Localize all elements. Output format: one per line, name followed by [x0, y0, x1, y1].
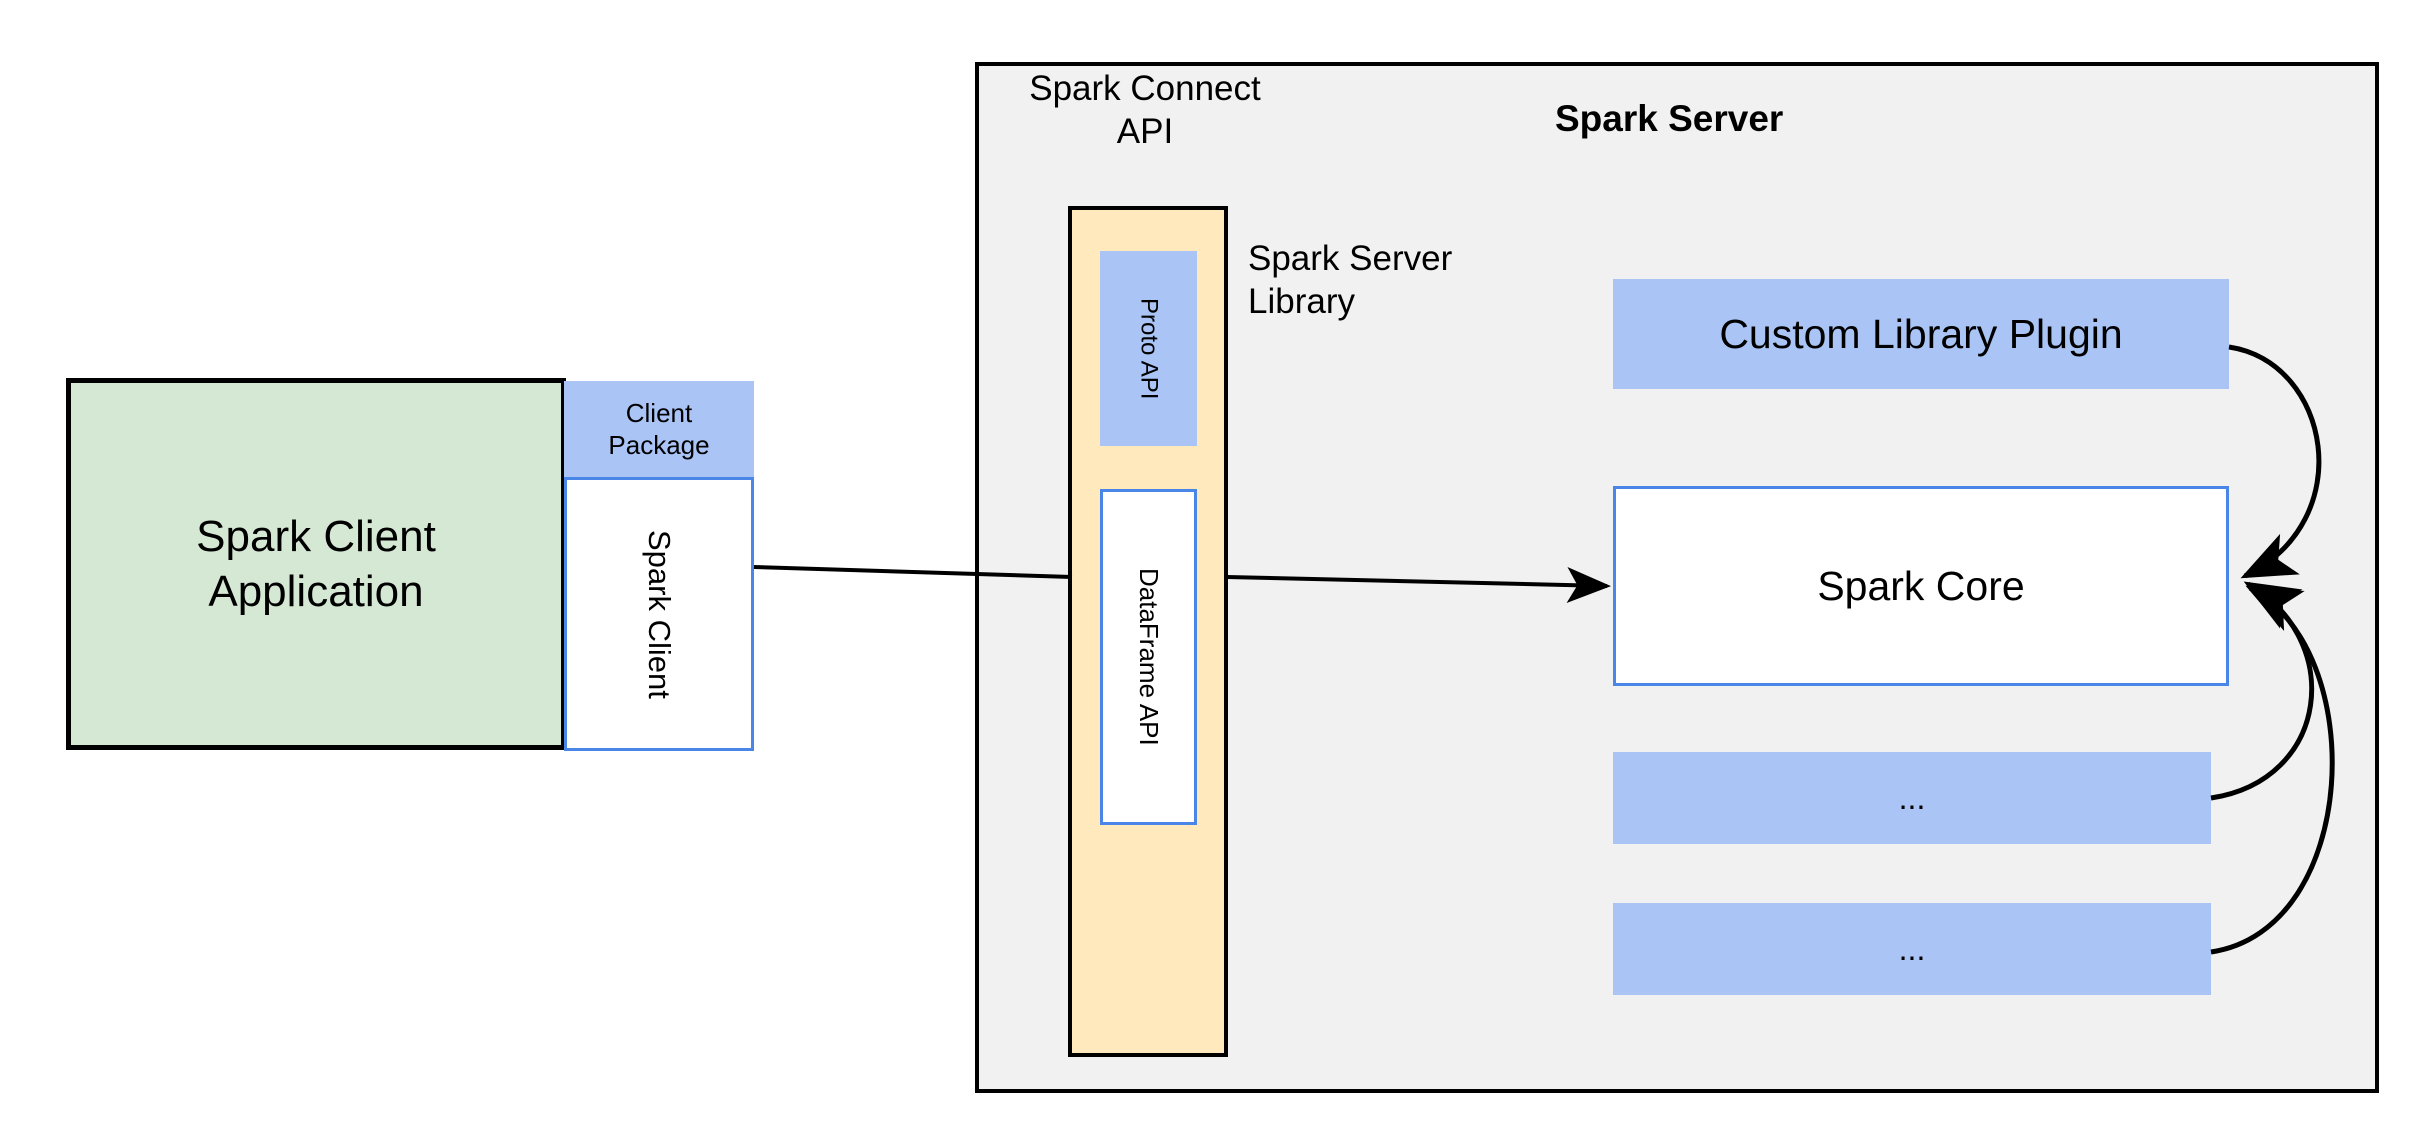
spark-core-box[interactable]: Spark Core — [1613, 486, 2229, 686]
spark-server-title: Spark Server — [1555, 98, 1784, 139]
dataframe-api-label: DataFrame API — [1134, 568, 1164, 746]
dataframe-api-box[interactable]: DataFrame API — [1100, 489, 1197, 825]
spark-client-box[interactable]: Spark Client — [564, 477, 754, 751]
client-package-label: Client Package — [608, 397, 710, 461]
server-component-ellipsis-2-label: ... — [1898, 930, 1926, 967]
spark-client-application-box[interactable]: Spark Client Application — [66, 378, 566, 750]
custom-library-plugin-box[interactable]: Custom Library Plugin — [1613, 279, 2229, 389]
spark-connect-api-label: Spark Connect API — [1029, 69, 1261, 151]
server-component-ellipsis-1-label: ... — [1898, 779, 1926, 816]
spark-client-label: Spark Client — [642, 529, 677, 699]
spark-core-label: Spark Core — [1817, 562, 2025, 609]
spark-server-library-label: Spark Server Library — [1248, 239, 1453, 321]
custom-library-plugin-label: Custom Library Plugin — [1719, 310, 2123, 357]
spark-client-application-label: Spark Client Application — [196, 512, 436, 616]
proto-api-box[interactable]: Proto API — [1100, 251, 1197, 446]
client-package-header[interactable]: Client Package — [564, 381, 754, 477]
server-component-ellipsis-2[interactable]: ... — [1613, 903, 2211, 995]
server-component-ellipsis-1[interactable]: ... — [1613, 752, 2211, 844]
proto-api-label: Proto API — [1135, 297, 1163, 400]
